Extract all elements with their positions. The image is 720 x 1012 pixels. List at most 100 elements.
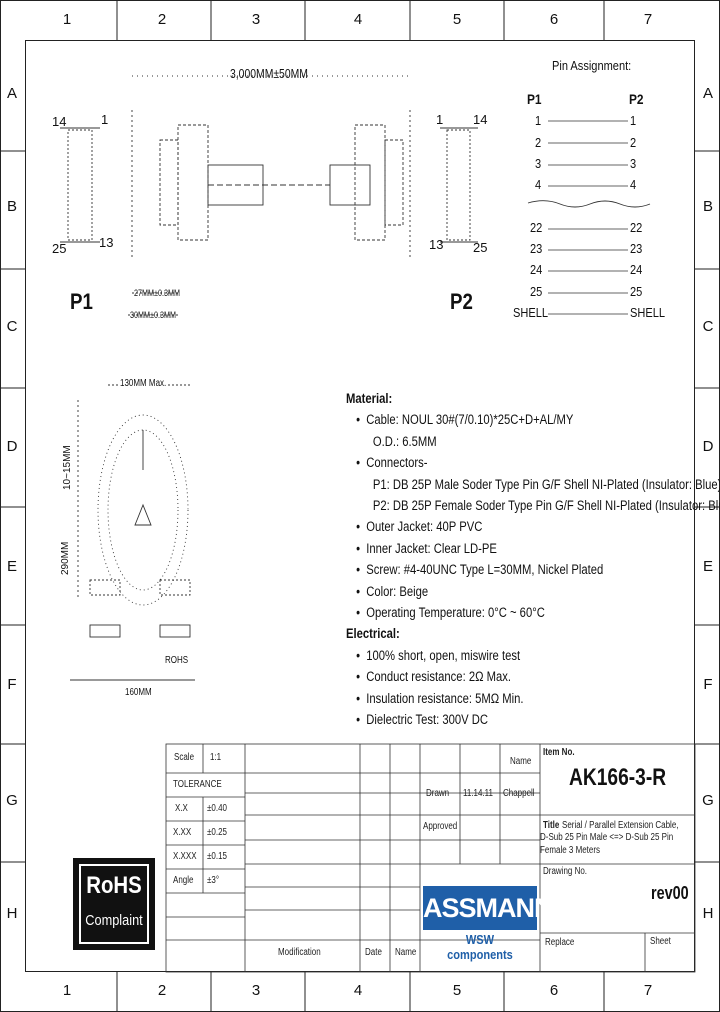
row-label-b: B <box>6 198 17 215</box>
tb-tol-xxx-val: ±0.25 <box>207 827 227 838</box>
length-dimension: 3,000MM±50MM <box>230 66 308 81</box>
tb-title-line-3: Female 3 Meters <box>540 845 601 856</box>
tb-name-top: Name <box>510 756 532 767</box>
pin-row-1-p1: 1 <box>535 113 542 128</box>
row-label-d-right: D <box>702 438 714 455</box>
spec-insulation-text: Insulation resistance: 5MΩ Min. <box>366 690 524 706</box>
pin-row-shell-p2: SHELL <box>630 305 666 320</box>
p1-label: P1 <box>70 289 93 314</box>
pin-row-23-p1: 23 <box>530 241 543 256</box>
tb-item-no: AK166-3-R <box>569 764 667 791</box>
spec-outer-jacket-text: Outer Jacket: 40P PVC <box>366 519 483 535</box>
col-label-1: 1 <box>62 11 72 28</box>
tb-tol-xxx: X.XX <box>173 827 192 838</box>
spec-inner-jacket-text: Inner Jacket: Clear LD-PE <box>366 540 497 556</box>
pin-row-22-p2: 22 <box>630 220 643 235</box>
row-label-h-right: H <box>702 905 714 922</box>
tb-drawn-date: 11.14.11 <box>463 788 493 799</box>
spec-insulation: • Insulation resistance: 5MΩ Min. <box>356 690 524 706</box>
tb-angle-val: ±3° <box>207 875 220 886</box>
tb-title-label: Title <box>543 820 560 831</box>
row-label-g-right: G <box>702 792 714 809</box>
tb-scale-value: 1:1 <box>210 752 222 763</box>
p1-pin-13: 13 <box>99 235 114 250</box>
assmann-logo-sub: WSW components <box>447 932 513 962</box>
spec-screw-text: Screw: #4-40UNC Type L=30MM, Nickel Plat… <box>366 562 604 578</box>
pin-row-25-p1: 25 <box>530 284 543 299</box>
col-label-5: 5 <box>452 11 462 28</box>
p2-label: P2 <box>450 289 473 314</box>
spec-p2-connector: P2: DB 25P Female Soder Type Pin G/F She… <box>372 498 720 514</box>
pin-row-25-p2: 25 <box>630 284 643 299</box>
row-label-a-right: A <box>702 85 713 102</box>
row-label-e: E <box>6 558 17 575</box>
coil-rohs-label: ROHS <box>165 655 189 666</box>
tb-tol-xx-val: ±0.40 <box>207 803 227 814</box>
dim-27mm: 27MM±0.3MM <box>134 288 180 298</box>
col-label-2-bottom: 2 <box>157 982 167 999</box>
col-label-7: 7 <box>643 11 653 28</box>
coil-dim-130: 130MM Max. <box>120 378 167 389</box>
dim-30mm: 30MM±0.3MM <box>130 310 176 320</box>
pin-row-3-p1: 3 <box>535 156 542 171</box>
tb-angle: Angle <box>173 875 194 886</box>
assmann-logo: ASSMANN WSW components <box>423 886 554 962</box>
pin-row-4-p1: 4 <box>535 177 542 192</box>
electrical-heading: Electrical: <box>346 626 400 642</box>
spec-p1-connector: P1: DB 25P Male Soder Type Pin G/F Shell… <box>372 476 720 492</box>
specification-list: Material: • Cable: NOUL 30#(7/0.10)*25C+… <box>346 388 720 731</box>
tb-modification: Modification <box>278 947 321 958</box>
spec-inner-jacket: • Inner Jacket: Clear LD-PE <box>356 540 497 556</box>
pin-row-24-p1: 24 <box>530 262 543 277</box>
rohs-badge-border <box>79 864 149 944</box>
p2-pin-1: 1 <box>436 112 444 127</box>
spec-od: O.D.: 6.5MM <box>372 433 437 449</box>
tb-tol-xxxx: X.XXX <box>173 851 197 862</box>
p1-pin-1: 1 <box>101 112 109 127</box>
tb-date: Date <box>365 947 382 958</box>
pin-assignment-title: Pin Assignment: <box>552 58 632 73</box>
spec-cable: • Cable: NOUL 30#(7/0.10)*25C+D+AL/MY <box>356 412 574 428</box>
col-label-6: 6 <box>549 11 559 28</box>
tb-tol-xxxx-val: ±0.15 <box>207 851 227 862</box>
rohs-badge-title: RoHS <box>86 872 142 899</box>
col-label-2: 2 <box>157 11 167 28</box>
col-label-4-bottom: 4 <box>353 982 363 999</box>
tb-drawn: Drawn <box>426 788 450 799</box>
spec-color-text: Color: Beige <box>366 583 429 599</box>
coil-dim-10-15: 10~15MM <box>62 445 73 490</box>
spec-connectors-text: Connectors- <box>366 455 428 471</box>
tb-title-line-2: D-Sub 25 Pin Male <=> D-Sub 25 Pin <box>540 832 674 843</box>
spec-screw: • Screw: #4-40UNC Type L=30MM, Nickel Pl… <box>356 562 604 578</box>
p2-pin-14: 14 <box>473 112 488 127</box>
spec-dielectric: • Dielectric Test: 300V DC <box>356 712 488 728</box>
pin-row-1-p2: 1 <box>630 113 637 128</box>
col-label-7-bottom: 7 <box>643 982 653 999</box>
pin-row-24-p2: 24 <box>630 262 643 277</box>
tb-drawing-no-label: Drawing No. <box>543 866 588 877</box>
pin-row-4-p2: 4 <box>630 177 637 192</box>
spec-test: • 100% short, open, miswire test <box>356 647 521 663</box>
tb-drawn-by: Chappell <box>503 788 535 799</box>
p1-pin-25: 25 <box>52 241 67 256</box>
spec-color: • Color: Beige <box>356 583 429 599</box>
tb-sheet: Sheet <box>650 936 671 947</box>
spec-dielectric-text: Dielectric Test: 300V DC <box>366 712 488 728</box>
tb-tol-xx: X.X <box>175 803 188 814</box>
tb-scale-label: Scale <box>174 752 195 763</box>
col-label-4: 4 <box>353 11 363 28</box>
pin-row-22-p1: 22 <box>530 220 543 235</box>
row-label-c-right: C <box>702 318 714 335</box>
tb-approved: Approved <box>423 821 458 832</box>
row-label-h: H <box>6 905 18 922</box>
p2-pin-13: 13 <box>429 237 444 252</box>
spec-conduct-text: Conduct resistance: 2Ω Max. <box>366 669 511 685</box>
row-label-e-right: E <box>702 558 713 575</box>
tb-name-bottom: Name <box>395 947 417 958</box>
row-label-f-right: F <box>703 676 713 693</box>
col-label-5-bottom: 5 <box>452 982 462 999</box>
row-label-g: G <box>6 792 18 809</box>
spec-connectors: • Connectors- <box>356 455 428 471</box>
tb-replace: Replace <box>545 937 575 948</box>
tb-title-line-1: Serial / Parallel Extension Cable, <box>562 820 679 831</box>
